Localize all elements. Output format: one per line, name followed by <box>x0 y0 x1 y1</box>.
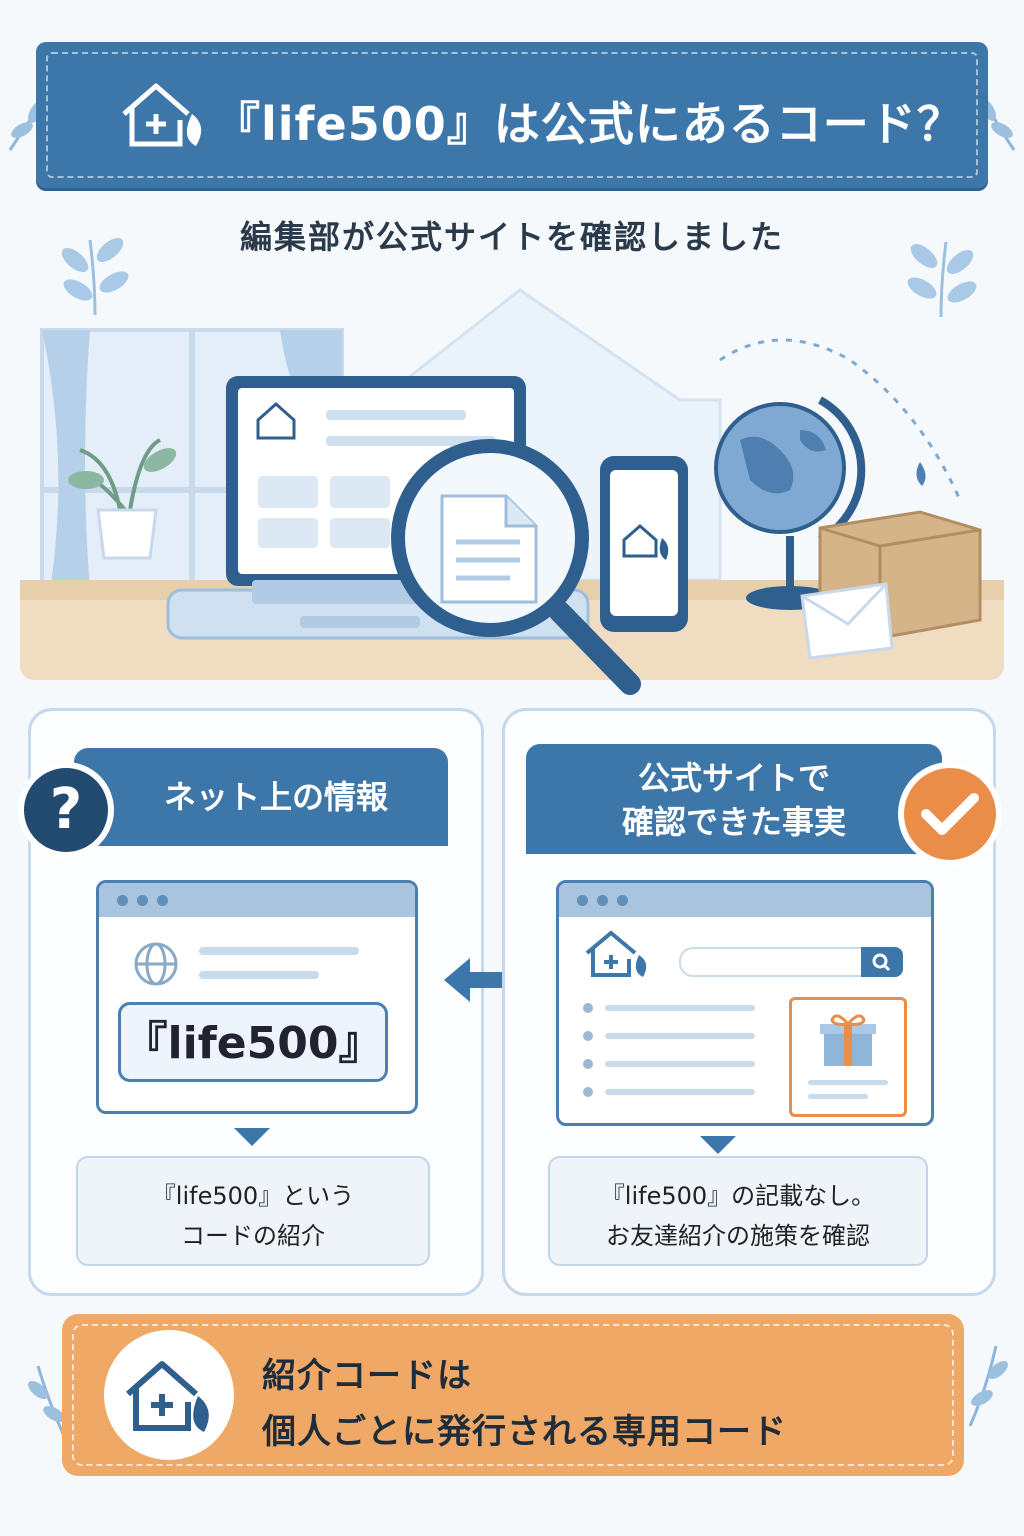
text-line <box>199 947 359 955</box>
footer-icon-circle <box>104 1330 234 1460</box>
official-facts-heading: 公式サイトで 確認できた事実 <box>526 744 942 854</box>
summary-text: 紹介コードは 個人ごとに発行される専用コード <box>262 1348 942 1460</box>
globe-icon <box>134 942 178 986</box>
leaf-sprig-icon <box>61 238 129 316</box>
heading-line: 公式サイトで <box>637 759 830 797</box>
down-arrow-icon <box>234 1128 270 1146</box>
page-title: 『life500』は公式にあるコード？ <box>214 97 964 151</box>
subtitle: 編集部が公式サイトを確認しました <box>239 218 784 256</box>
online-info-note: 『life500』という コードの紹介 <box>76 1156 430 1266</box>
note-line: 『life500』の記載なし。 <box>600 1182 876 1210</box>
official-facts-note: 『life500』の記載なし。 お友達紹介の施策を確認 <box>548 1156 928 1266</box>
note-line: コードの紹介 <box>181 1222 325 1250</box>
summary-line: 個人ごとに発行される専用コード <box>262 1412 787 1452</box>
house-plus-leaf-icon <box>122 83 202 147</box>
gift-icon <box>820 1014 876 1066</box>
leaf-sprig-icon <box>28 1365 66 1437</box>
note-line: お友達紹介の施策を確認 <box>606 1222 870 1250</box>
house-plus-leaf-icon <box>585 930 647 977</box>
referral-code-display: 『life500』 <box>118 1002 388 1082</box>
search-icon <box>872 953 891 972</box>
summary-line: 紹介コードは <box>262 1356 472 1396</box>
note-line: 『life500』という <box>151 1182 355 1210</box>
gift-card <box>789 997 907 1117</box>
house-plus-leaf-icon <box>126 1361 209 1432</box>
question-mark-icon: ? <box>18 762 114 858</box>
heading-line: 確認できた事実 <box>621 803 846 841</box>
search-input[interactable] <box>679 947 873 977</box>
check-badge <box>898 762 1002 866</box>
search-button[interactable] <box>861 947 903 977</box>
browser-title-bar <box>99 883 415 917</box>
leaf-sprig-icon <box>968 1345 1008 1427</box>
list-bullets <box>583 1003 773 1103</box>
title-banner: 『life500』は公式にあるコード？ <box>36 42 988 188</box>
leaf-sprig-icon <box>907 241 977 318</box>
online-info-heading: ネット上の情報 <box>74 748 448 846</box>
browser-title-bar <box>559 883 931 917</box>
down-arrow-icon <box>700 1136 736 1154</box>
text-line <box>199 971 319 979</box>
check-mark-icon <box>921 793 979 835</box>
official-browser-mock <box>556 880 934 1126</box>
desk-scene-illustration <box>20 288 1004 695</box>
